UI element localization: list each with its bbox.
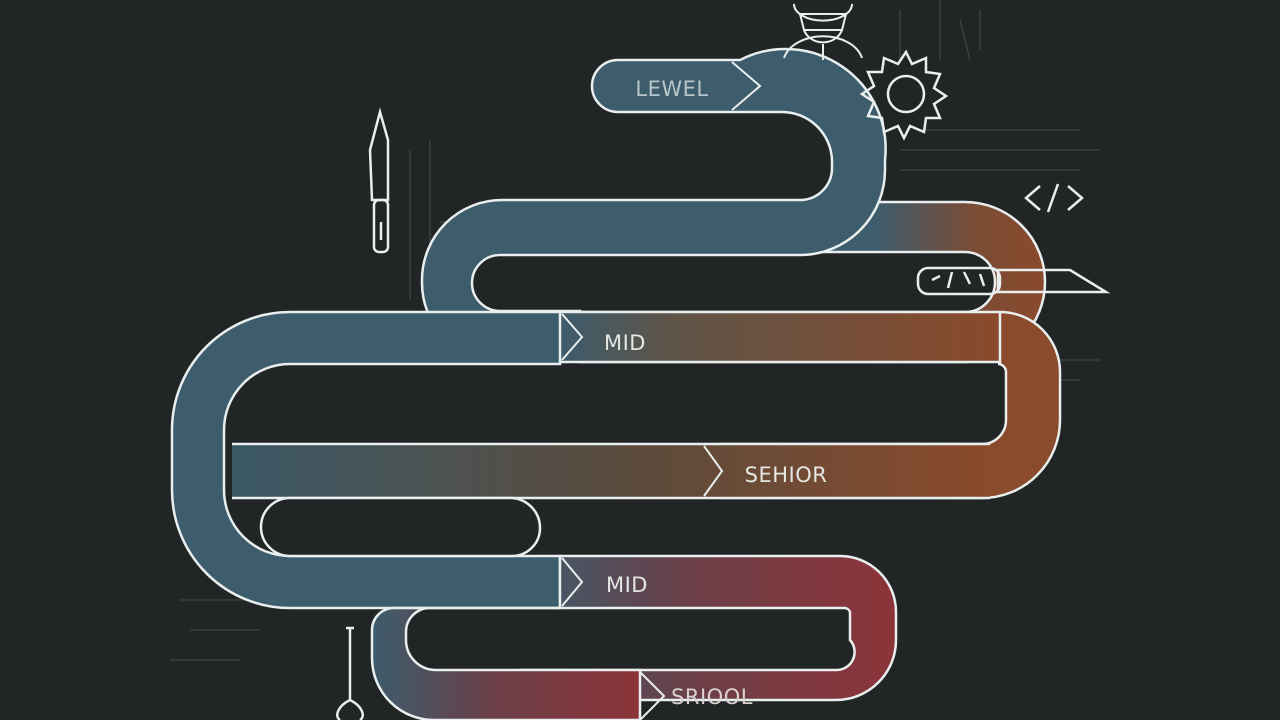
- knife-icon: [368, 107, 390, 254]
- blade-icon: [916, 266, 1111, 296]
- path-bottom-loop: [370, 606, 642, 720]
- mid-row-1-outline: [560, 310, 1000, 364]
- mid-row-1-chevron: [561, 313, 584, 361]
- bottom-chevron: [639, 671, 666, 720]
- senior-row-chevron: [703, 445, 724, 497]
- level-chevron: [731, 61, 762, 111]
- chef-icon: [783, 3, 863, 60]
- whisk-icon: [336, 626, 364, 720]
- path-inner-loop: [259, 496, 542, 558]
- code-brackets-icon: [1024, 183, 1084, 213]
- path-mid-row-2: [518, 554, 898, 702]
- label-level: LEWEL: [635, 77, 708, 101]
- mid-row-2-chevron: [561, 557, 584, 607]
- label-mid-1: MID: [604, 331, 646, 355]
- path-senior-row: [232, 444, 990, 498]
- gear-icon: [859, 49, 949, 141]
- label-mid-2: MID: [606, 573, 648, 597]
- path-mid-row-1: [560, 312, 1000, 362]
- label-bottom: SRIOOL: [671, 685, 753, 709]
- label-senior: SEHIOR: [745, 463, 828, 487]
- path-left-loop: [170, 310, 562, 610]
